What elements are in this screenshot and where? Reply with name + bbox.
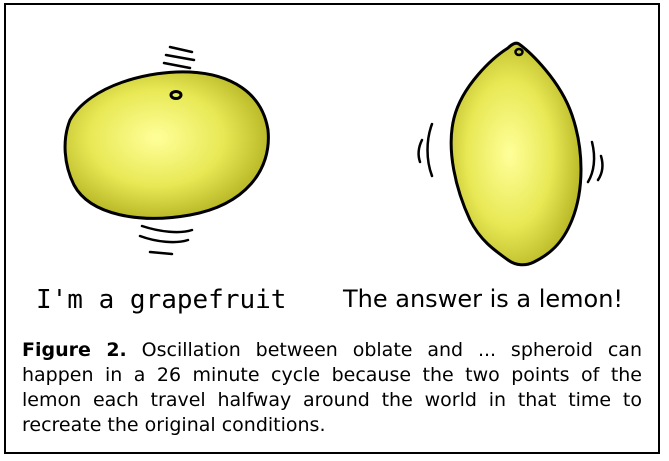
grapefruit-label: I'm a grapefruit [36, 285, 287, 315]
caption-title: Figure 2. [22, 339, 127, 361]
lemon-illustration [417, 41, 604, 267]
lemon-label: The answer is a lemon! [343, 285, 624, 313]
figure-caption: Figure 2. Oscillation between oblate and… [22, 338, 642, 438]
lemon-stem-icon [514, 47, 524, 57]
grapefruit-stem-icon [169, 90, 183, 100]
grapefruit-illustration [63, 45, 270, 256]
caption-text: Oscillation between oblate and ... spher… [22, 339, 642, 436]
